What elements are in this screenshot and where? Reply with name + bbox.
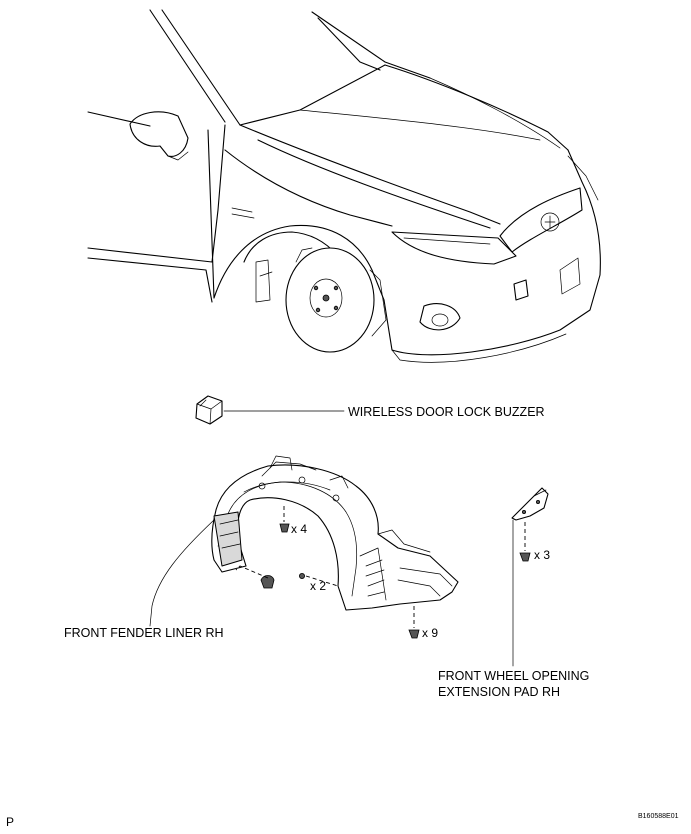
figure-id: B160588E01 [638, 813, 679, 820]
liner-small-clip-icon [298, 573, 339, 587]
pad-screw-icon [519, 522, 531, 562]
wireless-door-lock-buzzer-label: WIRELESS DOOR LOCK BUZZER [348, 405, 545, 419]
corner-mark: P [6, 815, 14, 829]
extension-pad-label-line2: EXTENSION PAD RH [438, 685, 560, 699]
wireless-door-lock-buzzer-part [195, 395, 223, 425]
front-wheel-opening-extension-pad-part [511, 487, 549, 521]
liner-lower-screw-icon [408, 606, 420, 639]
front-fender-liner-part [211, 455, 459, 611]
liner-upper-screw-icon [279, 506, 290, 533]
pad-screw-quantity: x 3 [534, 548, 550, 562]
liner-lower-screw-quantity: x 9 [422, 626, 438, 640]
liner-clip-quantity: x 2 [310, 579, 326, 593]
liner-clip-icon [235, 565, 275, 589]
liner-upper-screw-quantity: x 4 [291, 522, 307, 536]
extension-pad-label-line1: FRONT WHEEL OPENING [438, 669, 589, 683]
vehicle-front-illustration [87, 9, 601, 363]
fender-liner-leader-line [149, 519, 215, 627]
front-fender-liner-label: FRONT FENDER LINER RH [64, 626, 224, 640]
